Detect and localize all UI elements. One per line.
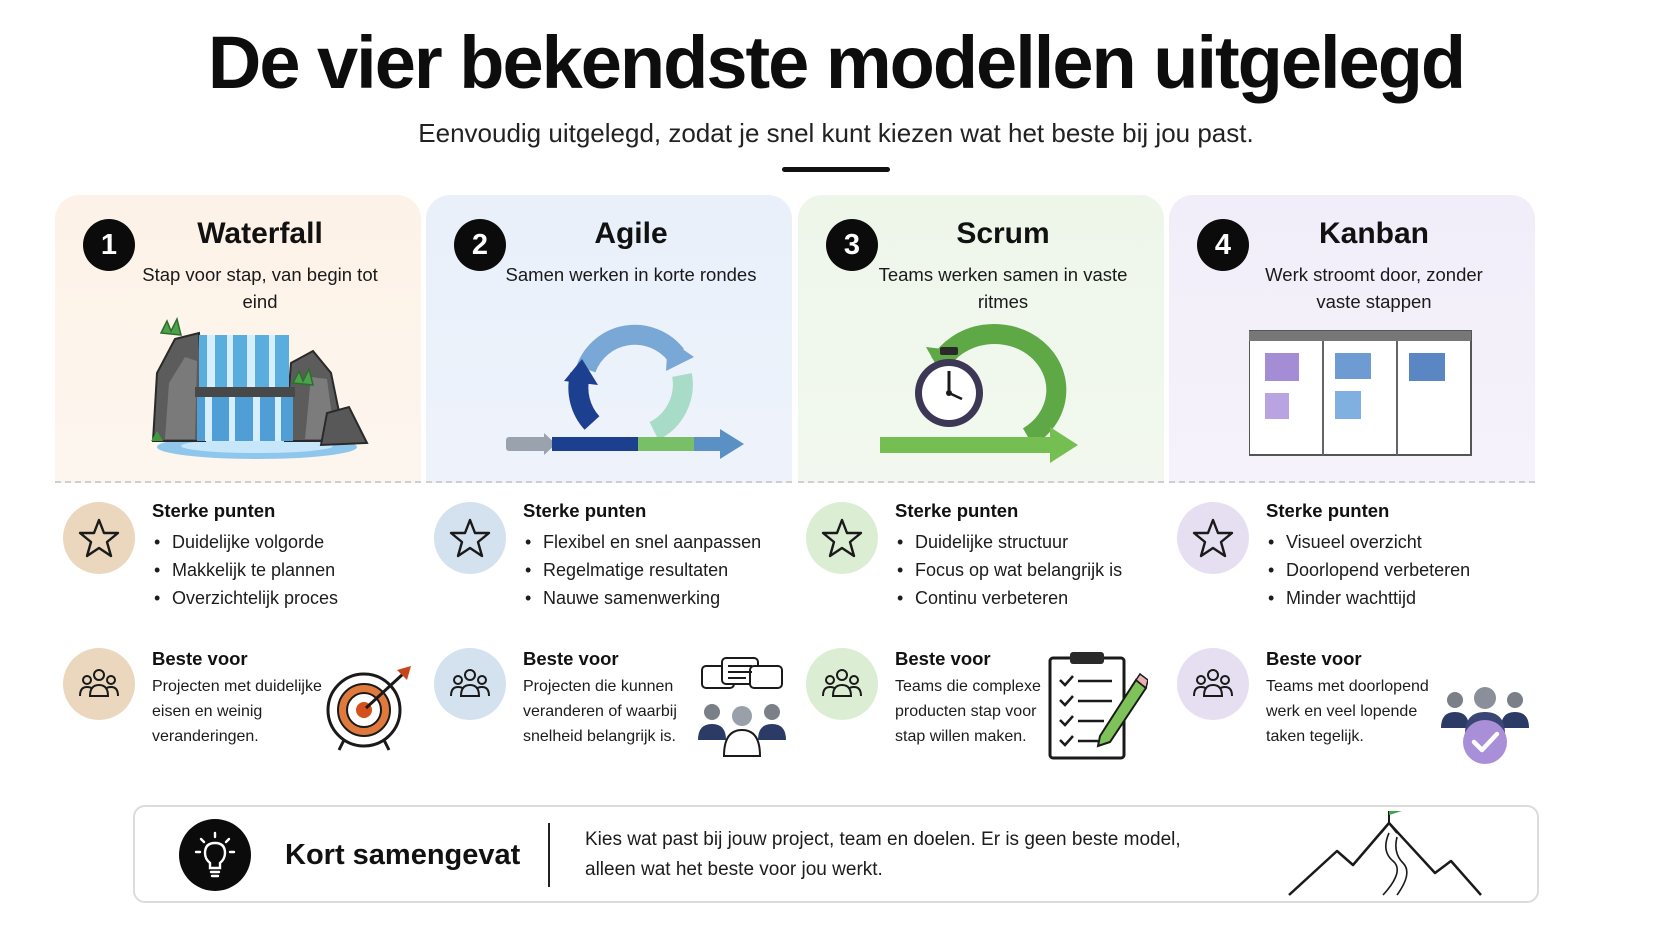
page-title: De vier bekendste modellen uitgelegd [207, 21, 1466, 104]
strengths-scrum: Sterke punten Duidelijke structuur Focus… [798, 500, 1168, 612]
summary-box: Kort samengevat Kies wat past bij jouw p… [133, 805, 1539, 903]
model-title: Scrum [956, 217, 1050, 250]
model-title: Waterfall [197, 217, 323, 250]
list-item: Nauwe samenwerking [523, 584, 761, 612]
list-item: Overzichtelijk proces [152, 584, 338, 612]
list-item: Makkelijk te plannen [152, 556, 338, 584]
list-item: Minder wachttijd [1266, 584, 1470, 612]
model-number: 3 [826, 219, 878, 271]
strengths-heading: Sterke punten [1266, 500, 1390, 521]
strengths-list: Duidelijke structuur Focus op wat belang… [895, 528, 1122, 612]
best-for-text: Teams met doorlopend werk en veel lopend… [1266, 678, 1429, 745]
star-icon [63, 502, 135, 574]
cycle-arrows-illustration [506, 324, 744, 459]
strengths-list: Flexibel en snel aanpassen Regelmatige r… [523, 528, 761, 612]
list-item: Flexibel en snel aanpassen [523, 528, 761, 556]
strengths-list: Duidelijke volgorde Makkelijk te plannen… [152, 528, 338, 612]
list-item: Visueel overzicht [1266, 528, 1470, 556]
summary-title: Kort samengevat [285, 839, 521, 871]
people-icon [434, 648, 506, 720]
model-number: 1 [83, 219, 135, 271]
chat-team-icon [698, 657, 786, 757]
model-title: Kanban [1318, 217, 1429, 250]
strengths-heading: Sterke punten [895, 500, 1019, 521]
list-item: Regelmatige resultaten [523, 556, 761, 584]
mountain-flag-icon [1288, 811, 1482, 896]
strengths-list: Visueel overzicht Doorlopend verbeteren … [1266, 528, 1470, 612]
kanban-board-illustration [1249, 330, 1472, 456]
strengths-agile: Sterke punten Flexibel en snel aanpassen… [426, 500, 796, 612]
people-icon [1177, 648, 1249, 720]
best-for-text: Projecten die kunnen veranderen of waarb… [523, 678, 677, 745]
summary-divider [548, 823, 550, 887]
model-card-kanban: 4 Kanban Werk stroomt door, zonder vaste… [1169, 195, 1535, 483]
best-for-waterfall: Beste voor Projecten met duidelijke eise… [55, 648, 425, 758]
best-for-heading: Beste voor [523, 648, 619, 669]
stopwatch-sprint-illustration [880, 324, 1078, 463]
model-subtitle: Teams werken samen in vaste ritmes [878, 264, 1128, 312]
page-subtitle: Eenvoudig uitgelegd, zodat je snel kunt … [418, 118, 1254, 148]
best-for-agile: Beste voor Projecten die kunnen verander… [426, 648, 796, 758]
best-for-heading: Beste voor [895, 648, 991, 669]
model-subtitle: Samen werken in korte rondes [505, 264, 757, 285]
strengths-heading: Sterke punten [152, 500, 276, 521]
people-icon [63, 648, 135, 720]
star-icon [806, 502, 878, 574]
list-item: Doorlopend verbeteren [1266, 556, 1470, 584]
best-for-scrum: Beste voor Teams die complexe producten … [798, 648, 1168, 760]
model-subtitle: Stap voor stap, van begin tot eind [142, 264, 378, 312]
star-icon [1177, 502, 1249, 574]
list-item: Duidelijke volgorde [152, 528, 338, 556]
list-item: Continu verbeteren [895, 584, 1122, 612]
best-for-heading: Beste voor [1266, 648, 1362, 669]
model-card-agile: 2 Agile Samen werken in korte rondes [426, 195, 792, 483]
strengths-waterfall: Sterke punten Duidelijke volgorde Makkel… [55, 500, 425, 612]
model-number: 2 [454, 219, 506, 271]
lightbulb-icon [179, 819, 251, 891]
model-title: Agile [594, 217, 668, 250]
best-for-text: Projecten met duidelijke eisen en weinig… [152, 678, 322, 745]
header: De vier bekendste modellen uitgelegd Een… [0, 22, 1672, 172]
checklist-icon [1048, 652, 1148, 760]
model-number: 4 [1197, 219, 1249, 271]
target-icon [326, 666, 411, 751]
summary-text: Kies wat past bij jouw project, team en … [585, 829, 1181, 880]
strengths-heading: Sterke punten [523, 500, 647, 521]
people-icon [806, 648, 878, 720]
model-card-scrum: 3 Scrum Teams werken samen in vaste ritm… [798, 195, 1164, 483]
star-icon [434, 502, 506, 574]
best-for-heading: Beste voor [152, 648, 248, 669]
best-for-text: Teams die complexe producten stap voor s… [895, 678, 1041, 745]
waterfall-illustration [151, 316, 369, 459]
list-item: Focus op wat belangrijk is [895, 556, 1122, 584]
team-check-icon [1441, 687, 1529, 764]
best-for-kanban: Beste voor Teams met doorlopend werk en … [1169, 648, 1539, 764]
model-subtitle: Werk stroomt door, zonder vaste stappen [1265, 264, 1483, 312]
strengths-kanban: Sterke punten Visueel overzicht Doorlope… [1169, 500, 1539, 612]
model-card-waterfall: 1 Waterfall Stap voor stap, van begin to… [55, 195, 421, 483]
title-divider [782, 167, 890, 172]
list-item: Duidelijke structuur [895, 528, 1122, 556]
